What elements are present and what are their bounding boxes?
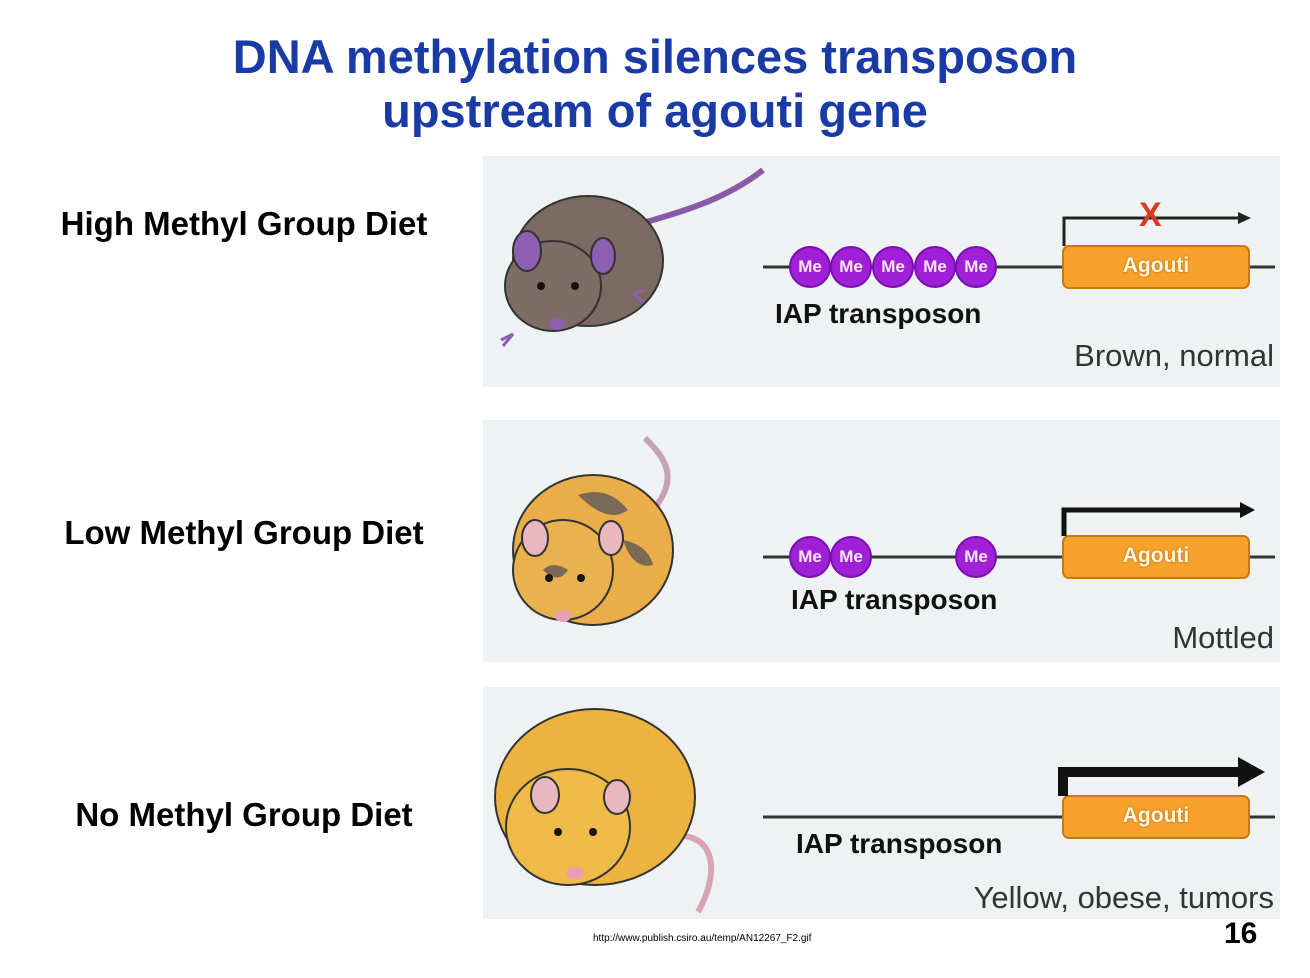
me-label: Me: [839, 547, 863, 566]
me-label: Me: [964, 547, 988, 566]
phenotype-label: Yellow, obese, tumors: [973, 880, 1274, 915]
me-label: Me: [881, 257, 905, 276]
gene-label: Agouti: [1122, 804, 1190, 827]
panel-high-illustration: [500, 167, 1275, 347]
source-url: http://www.publish.csiro.au/temp/AN12267…: [593, 933, 812, 944]
gene-label: Agouti: [1122, 544, 1190, 567]
panel-none-illustration: [494, 708, 1275, 914]
diet-label-high: High Methyl Group Diet: [60, 205, 428, 242]
mouse-yellow-illustration: [494, 708, 715, 914]
mouse-mottled-illustration: [512, 435, 674, 626]
methyl-group-icon: [955, 246, 997, 288]
methyl-group-icon: [830, 246, 872, 288]
page-number: 16: [1224, 917, 1258, 950]
me-label: Me: [798, 547, 822, 566]
transposon-label: IAP transposon: [775, 298, 982, 329]
panel-low-methyl: Me Me Me Agouti IAP transposon Mottled: [483, 420, 1280, 662]
methyl-group-icon: [872, 246, 914, 288]
me-label: Me: [798, 257, 822, 276]
diet-label-low: Low Methyl Group Diet: [64, 514, 424, 551]
panel-low-illustration: [512, 435, 1275, 626]
promoter-arrow: [1061, 507, 1241, 536]
transposon-label: IAP transposon: [791, 584, 998, 615]
panel-no-methyl: Agouti IAP transposon Yellow, obese, tum…: [483, 687, 1280, 919]
methyl-group-icon: [830, 536, 872, 578]
diet-label-none: No Methyl Group Diet: [75, 796, 413, 833]
promoter-arrow: [1058, 767, 1241, 796]
phenotype-label: Brown, normal: [1074, 338, 1274, 373]
promoter-arrow: [1062, 216, 1238, 246]
transposon-label: IAP transposon: [796, 828, 1003, 859]
mouse-brown-illustration: [500, 167, 765, 347]
gene-label: Agouti: [1122, 254, 1190, 277]
me-label: Me: [839, 257, 863, 276]
agouti-gene-box: [1062, 795, 1250, 839]
blocked-x-mark: X: [1139, 196, 1162, 234]
agouti-gene-box: [1062, 535, 1250, 579]
me-label: Me: [923, 257, 947, 276]
panel-high-methyl: Me Me Me Me Me X Agouti IAP transposon B…: [483, 156, 1280, 387]
slide-title: DNA methylation silences transposon upst…: [0, 30, 1310, 138]
methyl-group-icon: [955, 536, 997, 578]
title-line-2: upstream of agouti gene: [382, 84, 928, 137]
agouti-gene-box: [1062, 245, 1250, 289]
phenotype-label: Mottled: [1172, 620, 1274, 655]
title-line-1: DNA methylation silences transposon: [232, 30, 1078, 83]
me-label: Me: [964, 257, 988, 276]
